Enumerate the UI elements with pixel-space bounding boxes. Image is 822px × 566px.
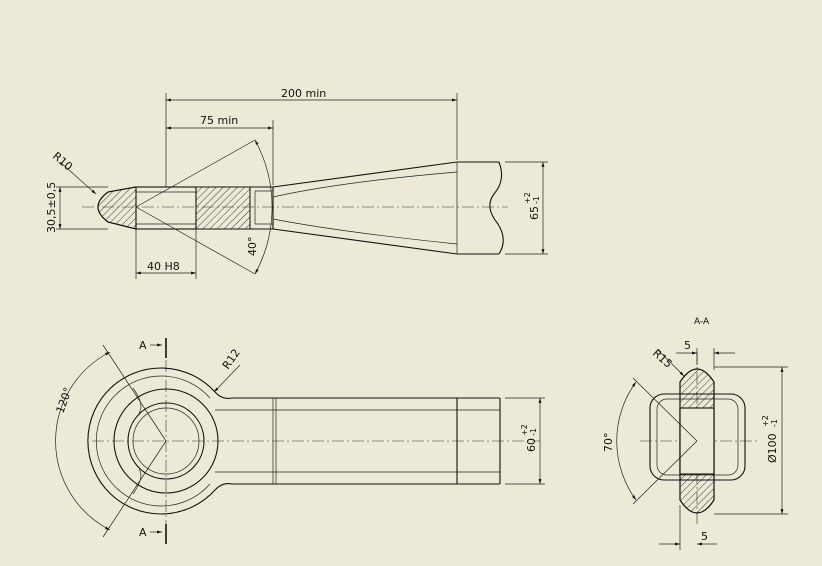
section-hatch-right (195, 186, 251, 230)
cut-label-a-top: A (139, 339, 147, 352)
dim-65: 65 (528, 206, 541, 220)
dim-65-tol-lower: -1 (532, 196, 541, 204)
dim-40-h8: 40 H8 (147, 260, 180, 273)
front-view: A A R12 120° 60 (54, 338, 545, 544)
dim-60: 60 (525, 438, 538, 452)
dim-r12: R12 (220, 347, 243, 372)
top-view: 200 min 75 min R10 30,5±0,5 40 H8 40° 65… (45, 87, 548, 279)
dim-60-tol-upper: +2 (520, 424, 529, 436)
section-a-a: A-A 5 5 R15 70° Ø1 (602, 317, 788, 550)
dim-r10: R10 (50, 149, 75, 173)
dim-r15: R15 (650, 347, 675, 371)
section-hatch-tip (97, 186, 137, 230)
section-title: A-A (694, 317, 710, 327)
dim-65-tol-upper: +2 (523, 192, 532, 204)
dim-40-deg: 40° (246, 237, 259, 257)
dim-d100-tol-upper: +2 (761, 415, 770, 427)
dim-200-min: 200 min (281, 87, 326, 100)
cut-label-a-bottom: A (139, 526, 147, 539)
dim-60-tol-lower: -1 (529, 428, 538, 436)
dim-d100: Ø100 (766, 433, 779, 463)
dim-5-bottom: 5 (701, 530, 708, 543)
dim-120-deg: 120° (54, 386, 75, 415)
dim-70-deg: 70° (602, 433, 615, 453)
dim-75-min: 75 min (200, 114, 238, 127)
dim-5-top: 5 (684, 339, 691, 352)
dim-d100-tol-lower: -1 (770, 419, 779, 427)
dim-30-5: 30,5±0,5 (45, 182, 58, 233)
